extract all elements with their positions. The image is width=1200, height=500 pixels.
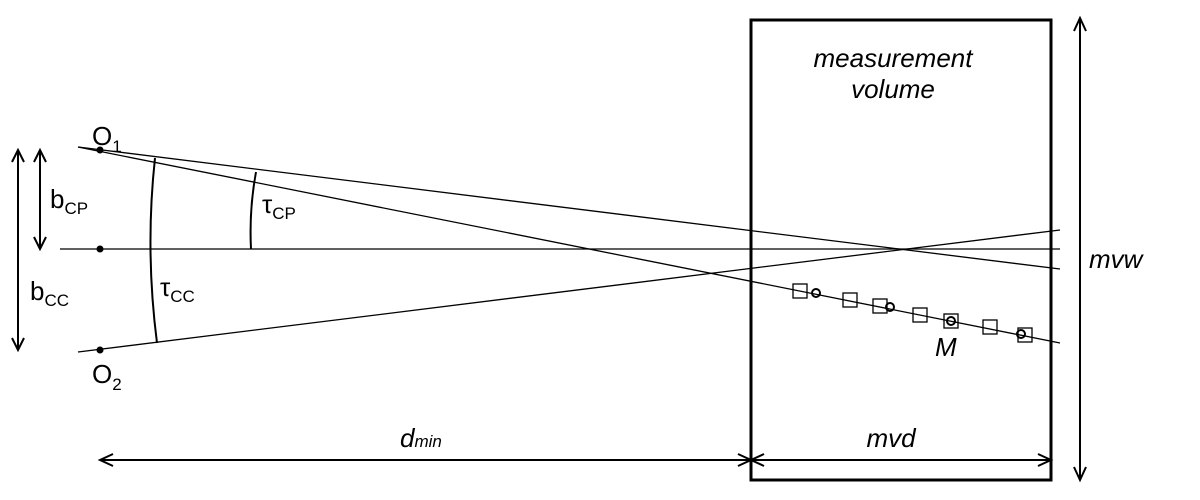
tau-cp-arc	[249, 171, 257, 250]
point-m-label: M	[935, 332, 957, 362]
b-cp-arrow	[33, 147, 47, 252]
mvd-label: mvd	[866, 423, 917, 453]
b-cc-arrow	[11, 147, 25, 353]
d-min-arrow	[97, 453, 754, 467]
mvd-arrow	[748, 453, 1054, 467]
ray-o2	[77, 229, 1061, 353]
b-cp-label: bCP	[50, 184, 88, 218]
square-marker	[842, 292, 858, 308]
square-marker	[943, 313, 959, 329]
tau-cc-label: τCC	[160, 272, 195, 306]
camera-o2-point	[96, 346, 104, 354]
square-markers	[792, 283, 1033, 343]
mvw-arrow	[1073, 15, 1087, 483]
camera-o1-label: O1	[92, 121, 122, 156]
square-marker	[982, 319, 998, 335]
measurement-volume-box	[749, 18, 1053, 482]
volume-title-line2: volume	[851, 74, 935, 104]
b-cc-label: bCC	[30, 276, 69, 310]
ray-o1-upper	[77, 146, 1061, 270]
circle-marker	[885, 302, 895, 312]
ray-o1-lower	[77, 146, 1061, 344]
mvw-label: mvw	[1089, 244, 1145, 274]
square-marker	[912, 307, 928, 323]
center-point	[96, 245, 104, 253]
camera-o1-point	[96, 146, 104, 154]
tau-cp-label: τCP	[262, 189, 296, 223]
volume-title-line1: measurement	[814, 43, 975, 73]
d-min-label: dmin	[400, 423, 442, 453]
tau-cc-arc	[149, 157, 158, 344]
camera-o2-label: O2	[92, 359, 122, 394]
circle-marker	[811, 288, 821, 298]
circle-marker	[946, 316, 956, 326]
circle-marker	[1016, 329, 1026, 339]
square-marker	[792, 283, 808, 299]
circle-markers	[811, 288, 1026, 339]
